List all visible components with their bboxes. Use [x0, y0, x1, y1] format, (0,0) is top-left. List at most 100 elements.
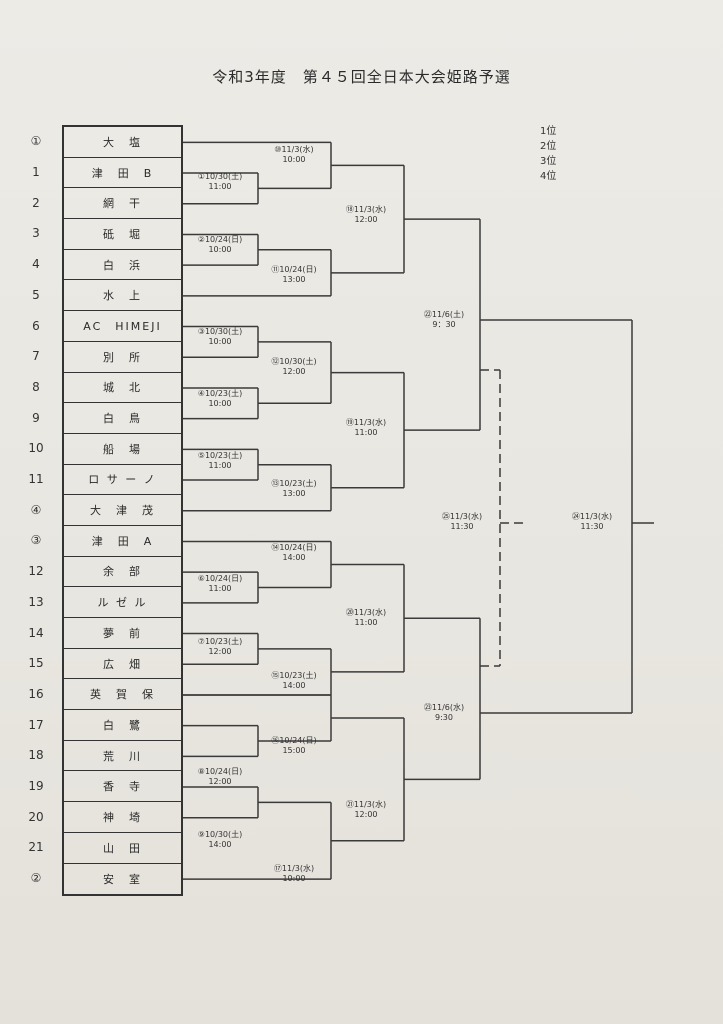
match-time: 9:30: [435, 713, 453, 722]
match-date: 10/30(土): [204, 172, 243, 181]
page-title: 令和3年度 第４５回全日本大会姫路予選: [212, 68, 511, 86]
match-number: ⑩: [274, 145, 282, 154]
match-time: 10:00: [208, 245, 232, 254]
match-label: ㉔11/3(水)11:30: [552, 512, 632, 532]
match-time: 13:00: [282, 489, 306, 498]
match-label: ⑳11/3(水)11:00: [326, 608, 406, 628]
match-date: 11/3(水): [281, 864, 315, 873]
match-date: 10/24(日): [279, 736, 317, 745]
team-name: 白 浜: [64, 250, 181, 281]
match-time: 11:00: [208, 182, 232, 191]
match-number: ⑰: [273, 864, 282, 873]
seed-number: 4: [32, 257, 40, 272]
match-time: 12:00: [354, 810, 378, 819]
match-time: 11:00: [354, 428, 378, 437]
match-label: ⑥10/24(日)11:00: [180, 574, 260, 594]
team-name: 白 鳥: [64, 403, 181, 434]
match-date: 10/23(土): [279, 671, 317, 680]
team-name: 神 埼: [64, 802, 181, 833]
match-time: 14:00: [282, 553, 306, 562]
match-number: ⑲: [345, 418, 354, 427]
seed-number: 5: [32, 287, 40, 302]
match-date: 10/30(土): [279, 357, 317, 366]
match-date: 10/24(日): [279, 265, 317, 274]
seed-number: 20: [28, 809, 44, 824]
team-name: 香 寺: [64, 771, 181, 803]
team-name: 別 所: [64, 342, 181, 373]
seed-number: 15: [28, 656, 44, 671]
match-time: 12:00: [354, 215, 378, 224]
rank-2: 2位: [540, 141, 557, 152]
seed-number: 14: [28, 625, 44, 640]
match-date: 10/24(日): [204, 574, 243, 583]
team-name: 広 畑: [64, 649, 181, 680]
rank-3: 3位: [540, 156, 557, 167]
match-time: 11:00: [208, 461, 232, 470]
match-number: ㉔: [571, 512, 580, 521]
match-label: ②10/24(日)10:00: [180, 235, 260, 255]
match-number: ⑱: [345, 205, 354, 214]
match-time: 12:00: [208, 647, 232, 656]
match-label: ㉑11/3(水)12:00: [326, 800, 406, 820]
match-label: ⑦10/23(土)12:00: [180, 637, 260, 657]
rank-list: 1位 2位 3位 4位: [540, 124, 556, 184]
team-name: 網 干: [64, 188, 181, 220]
team-name: 砥 堀: [64, 219, 181, 250]
team-name: 津 田 B: [64, 158, 181, 189]
match-date: 10/23(土): [204, 637, 243, 646]
match-label: ⑨10/30(土)14:00: [180, 830, 260, 850]
match-time: 12:00: [208, 777, 232, 786]
match-label: ⑩11/3(水)10:00: [254, 145, 334, 165]
seed-number: ①: [30, 134, 42, 149]
team-name: 白 鷺: [64, 710, 181, 741]
team-name: 船 場: [64, 434, 181, 465]
match-number: ⑯: [271, 736, 280, 745]
match-number: ②: [197, 235, 205, 244]
team-name: 余 部: [64, 557, 181, 588]
match-date: 11/3(水): [353, 800, 387, 809]
match-label: ①10/30(土)11:00: [180, 172, 260, 192]
team-name: ル ゼ ル: [64, 587, 181, 618]
seed-number: 7: [32, 349, 40, 364]
seed-number: 3: [32, 226, 40, 241]
match-number: ⑮: [271, 671, 280, 680]
match-label: ③10/30(土)10:00: [180, 327, 260, 347]
seed-number: 21: [28, 840, 44, 855]
rank-4: 4位: [540, 171, 557, 182]
match-date: 11/6(水): [431, 703, 465, 712]
seed-number: 18: [28, 748, 44, 763]
seed-number: 10: [28, 441, 44, 456]
match-date: 10/24(日): [279, 543, 317, 552]
team-name: 城 北: [64, 373, 181, 404]
match-number: ⑭: [271, 543, 280, 552]
match-time: 13:00: [282, 275, 306, 284]
match-time: 11:30: [450, 522, 474, 531]
match-time: 10:00: [282, 155, 306, 164]
seed-number: ②: [30, 871, 42, 886]
match-time: 10:00: [208, 337, 232, 346]
match-number: ⑦: [197, 637, 205, 646]
match-label: ⑤10/23(土)11:00: [180, 451, 260, 471]
match-label: ㉒11/6(土)9：30: [404, 310, 484, 330]
match-time: 10:00: [282, 874, 306, 883]
match-label: ㉓11/6(水)9:30: [404, 703, 484, 723]
match-label: ㉕11/3(水)11:30: [422, 512, 502, 532]
seed-number: 2: [32, 195, 40, 210]
match-label: ⑫10/30(土)12:00: [254, 357, 334, 377]
match-time: 10:00: [208, 399, 232, 408]
match-number: ⑤: [197, 451, 205, 460]
match-number: ㉑: [345, 800, 354, 809]
match-date: 11/6(土): [431, 310, 465, 319]
seed-number: 8: [32, 379, 40, 394]
match-time: 9：30: [432, 320, 456, 329]
match-date: 10/24(日): [204, 235, 243, 244]
match-date: 11/3(水): [449, 512, 483, 521]
seed-number: 19: [28, 779, 44, 794]
match-time: 12:00: [282, 367, 306, 376]
team-name: 荒 川: [64, 741, 181, 772]
match-time: 11:00: [208, 584, 232, 593]
match-label: ⑮10/23(土)14:00: [254, 671, 334, 691]
match-number: ㉓: [423, 703, 432, 712]
